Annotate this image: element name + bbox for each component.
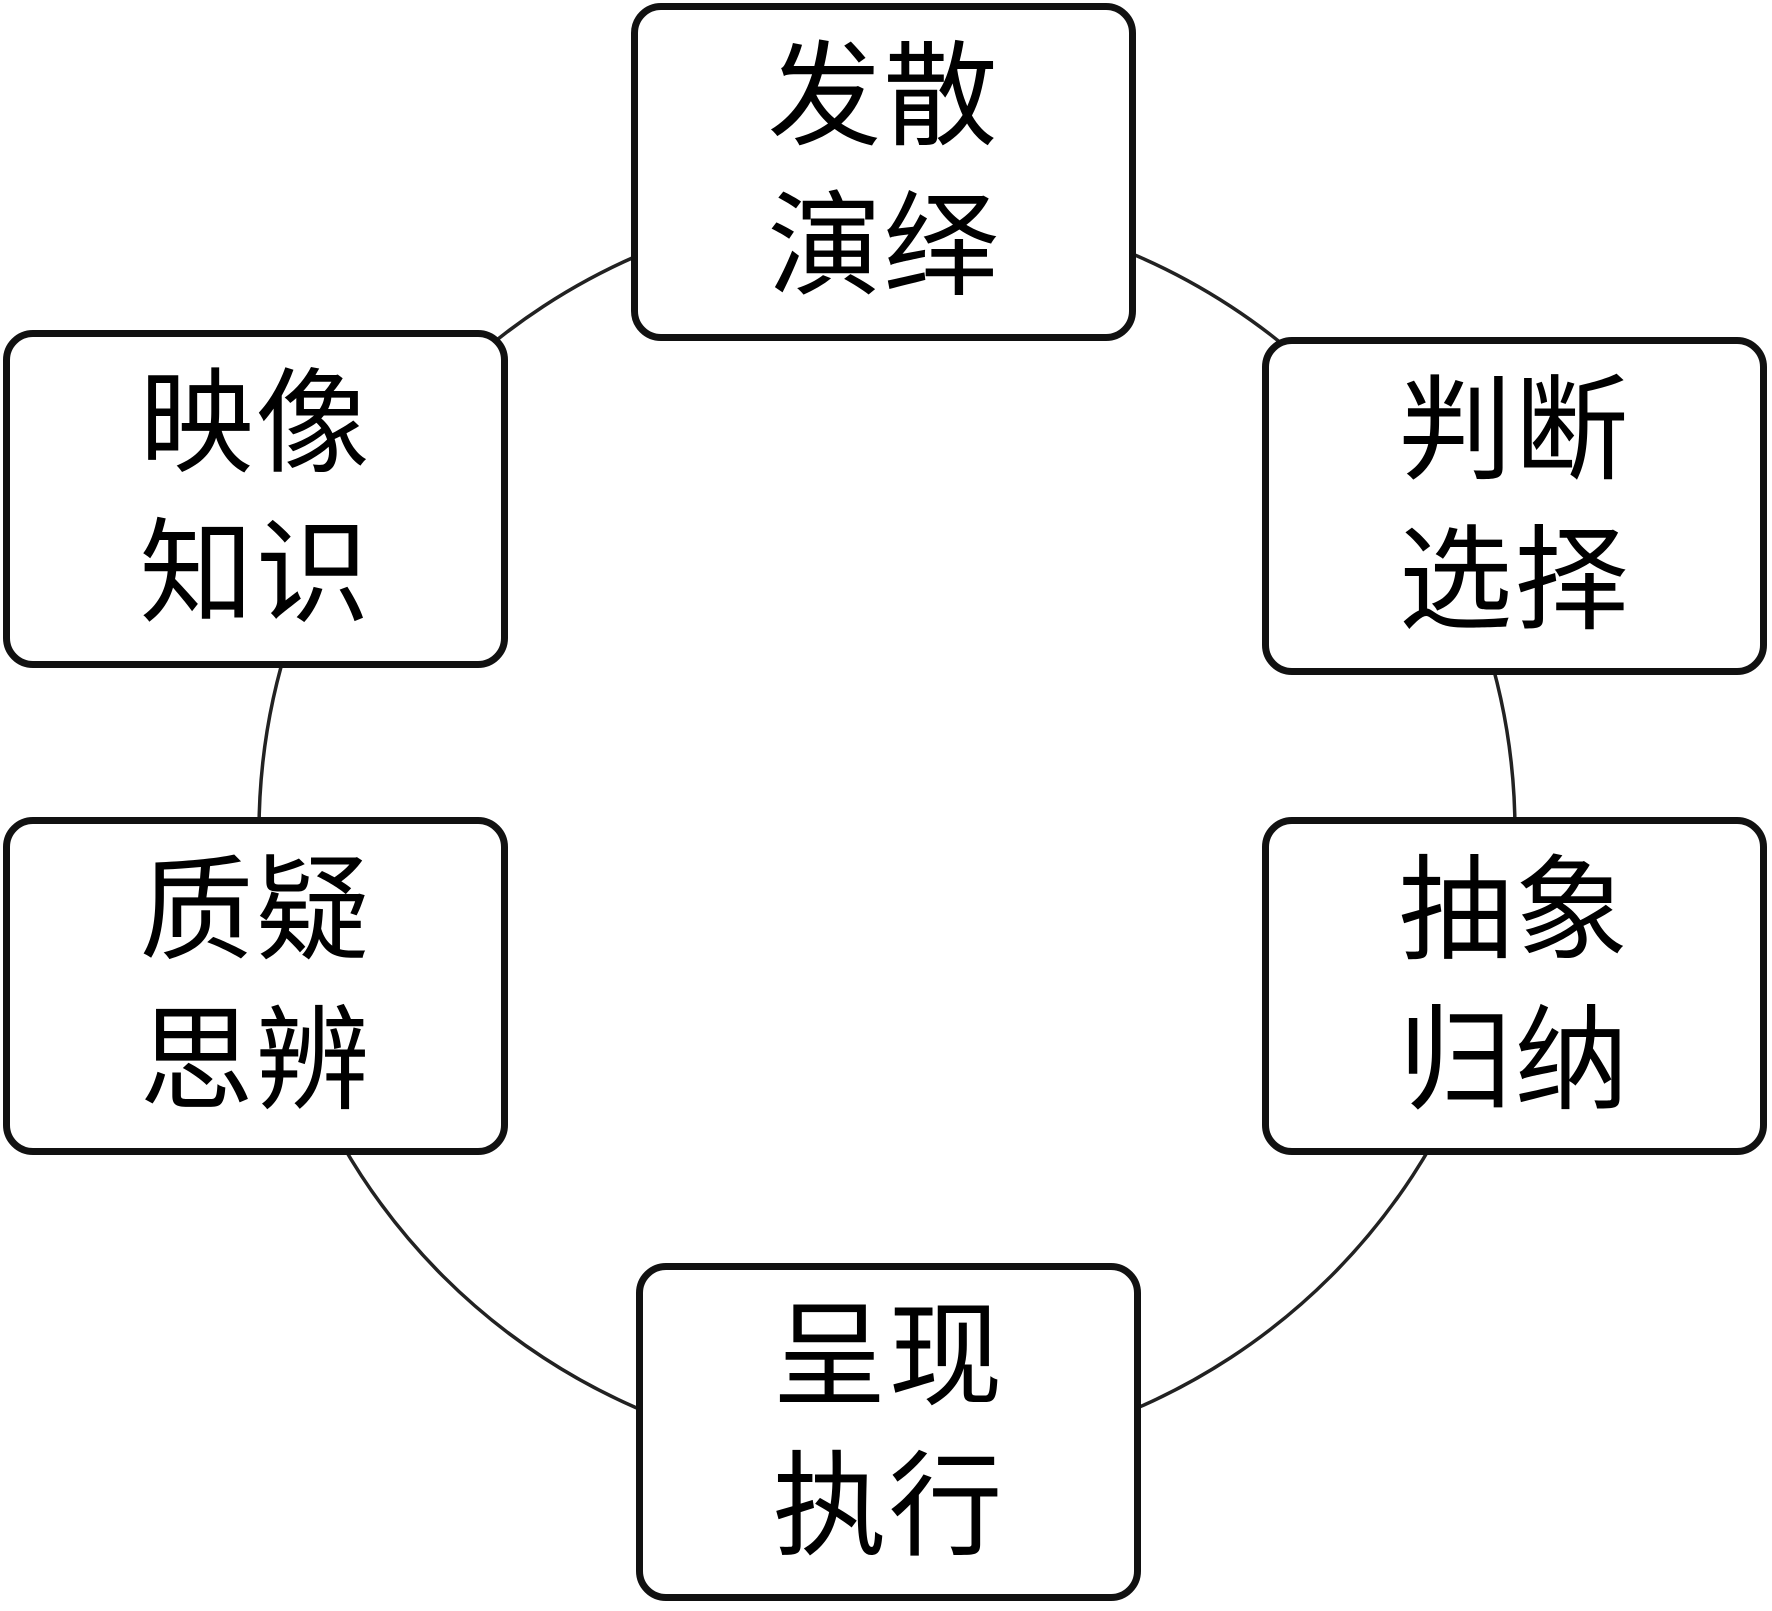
- node-line: 映像: [139, 357, 372, 490]
- node-imagery-knowledge: 映像 知识: [3, 330, 508, 668]
- node-abstraction-induction: 抽象 归纳: [1262, 817, 1767, 1155]
- node-line: 判断: [1398, 364, 1631, 497]
- node-presentation-execution: 呈现 执行: [636, 1263, 1141, 1601]
- node-line: 归纳: [1398, 994, 1631, 1127]
- node-line: 执行: [772, 1440, 1005, 1573]
- node-divergent-deductive: 发散 演绎: [631, 3, 1136, 341]
- node-line: 质疑: [139, 844, 372, 977]
- node-line: 演绎: [767, 180, 1000, 313]
- node-questioning-reasoning: 质疑 思辨: [3, 817, 508, 1155]
- node-line: 发散: [767, 30, 1000, 163]
- node-line: 呈现: [772, 1290, 1005, 1423]
- node-judgment-selection: 判断 选择: [1262, 337, 1767, 675]
- node-line: 抽象: [1398, 844, 1631, 977]
- node-line: 知识: [139, 507, 372, 640]
- node-line: 思辨: [139, 994, 372, 1127]
- node-line: 选择: [1398, 514, 1631, 647]
